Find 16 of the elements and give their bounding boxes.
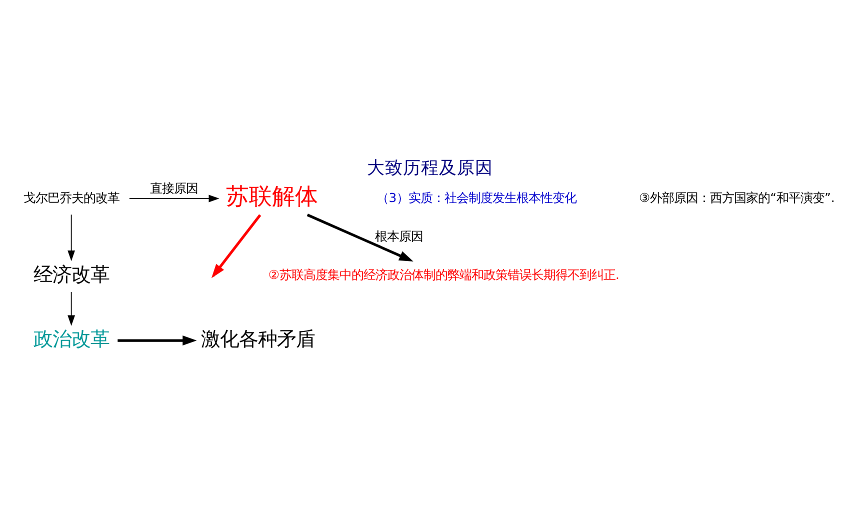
- node-text: 经济改革: [33, 262, 110, 286]
- node-text: 政治改革: [33, 327, 110, 350]
- arrow: [118, 336, 197, 346]
- arrow: [68, 214, 76, 262]
- diagram-title: 大致历程及原因: [367, 158, 493, 178]
- edge-label: 根本原因: [374, 228, 423, 244]
- label: ③外部原因：西方国家的“和平演变”.: [638, 190, 835, 205]
- node-text: 激化各种矛盾: [201, 327, 316, 350]
- node-text: 苏联解体: [226, 184, 318, 210]
- node-text: 戈尔巴乔夫的改革: [23, 190, 120, 205]
- label: （3）实质：社会制度发生根本性变化: [376, 190, 577, 205]
- edge-label: 直接原因: [150, 180, 198, 196]
- arrow: [306, 214, 414, 262]
- node-text: ②苏联高度集中的经济政治体制的弊端和政策错误长期得不到纠正.: [268, 267, 620, 282]
- arrow: [128, 194, 220, 202]
- arrow: [68, 292, 76, 326]
